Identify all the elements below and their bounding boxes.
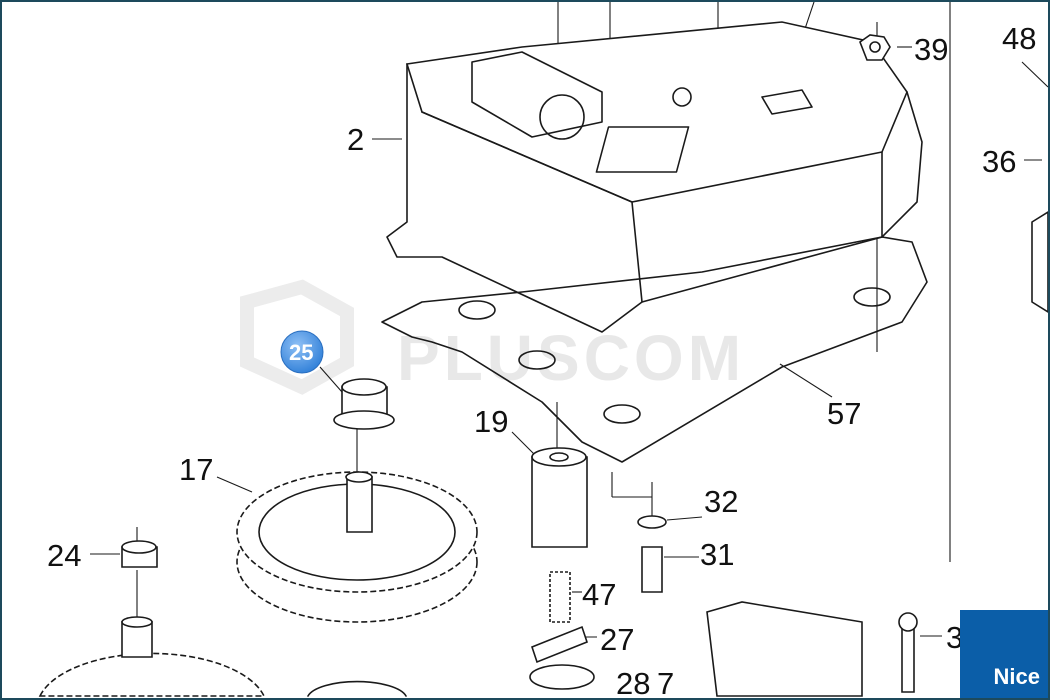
highlighted-part-badge[interactable]: 25 bbox=[280, 330, 324, 374]
label-31[interactable]: 31 bbox=[700, 537, 734, 572]
brand-logo-text: Nice bbox=[993, 664, 1040, 689]
mounting-plate-part-57 bbox=[381, 236, 928, 463]
housing-part-2 bbox=[386, 21, 923, 333]
brand-logo: Nice bbox=[960, 610, 1048, 698]
label-28[interactable]: 28 bbox=[616, 666, 650, 698]
nut-part-39 bbox=[859, 34, 891, 61]
gear-part-17 bbox=[236, 471, 478, 623]
lower-gear bbox=[38, 616, 407, 697]
label-39[interactable]: 39 bbox=[914, 32, 948, 67]
label-48[interactable]: 48 bbox=[1002, 21, 1036, 56]
watermark: PLUSCOM bbox=[240, 279, 745, 395]
bushing-part-25 bbox=[319, 366, 395, 430]
bushing-part-24 bbox=[121, 540, 158, 568]
label-17[interactable]: 17 bbox=[179, 452, 213, 487]
label-2[interactable]: 2 bbox=[347, 122, 364, 157]
label-3[interactable]: 3 bbox=[946, 620, 963, 655]
small-parts bbox=[529, 211, 1048, 697]
spacer-part-19 bbox=[531, 447, 588, 548]
label-36[interactable]: 36 bbox=[982, 144, 1016, 179]
label-24[interactable]: 24 bbox=[47, 538, 81, 573]
label-57[interactable]: 57 bbox=[827, 396, 861, 431]
label-19[interactable]: 19 bbox=[474, 404, 508, 439]
label-7[interactable]: 7 bbox=[657, 666, 674, 698]
label-27[interactable]: 27 bbox=[600, 622, 634, 657]
watermark-text: PLUSCOM bbox=[397, 322, 745, 394]
part-labels: 48 39 2 36 57 19 17 32 24 31 47 27 28 7 … bbox=[47, 21, 1036, 698]
badge-number: 25 bbox=[289, 340, 313, 365]
label-47[interactable]: 47 bbox=[582, 577, 616, 612]
label-32[interactable]: 32 bbox=[704, 484, 738, 519]
